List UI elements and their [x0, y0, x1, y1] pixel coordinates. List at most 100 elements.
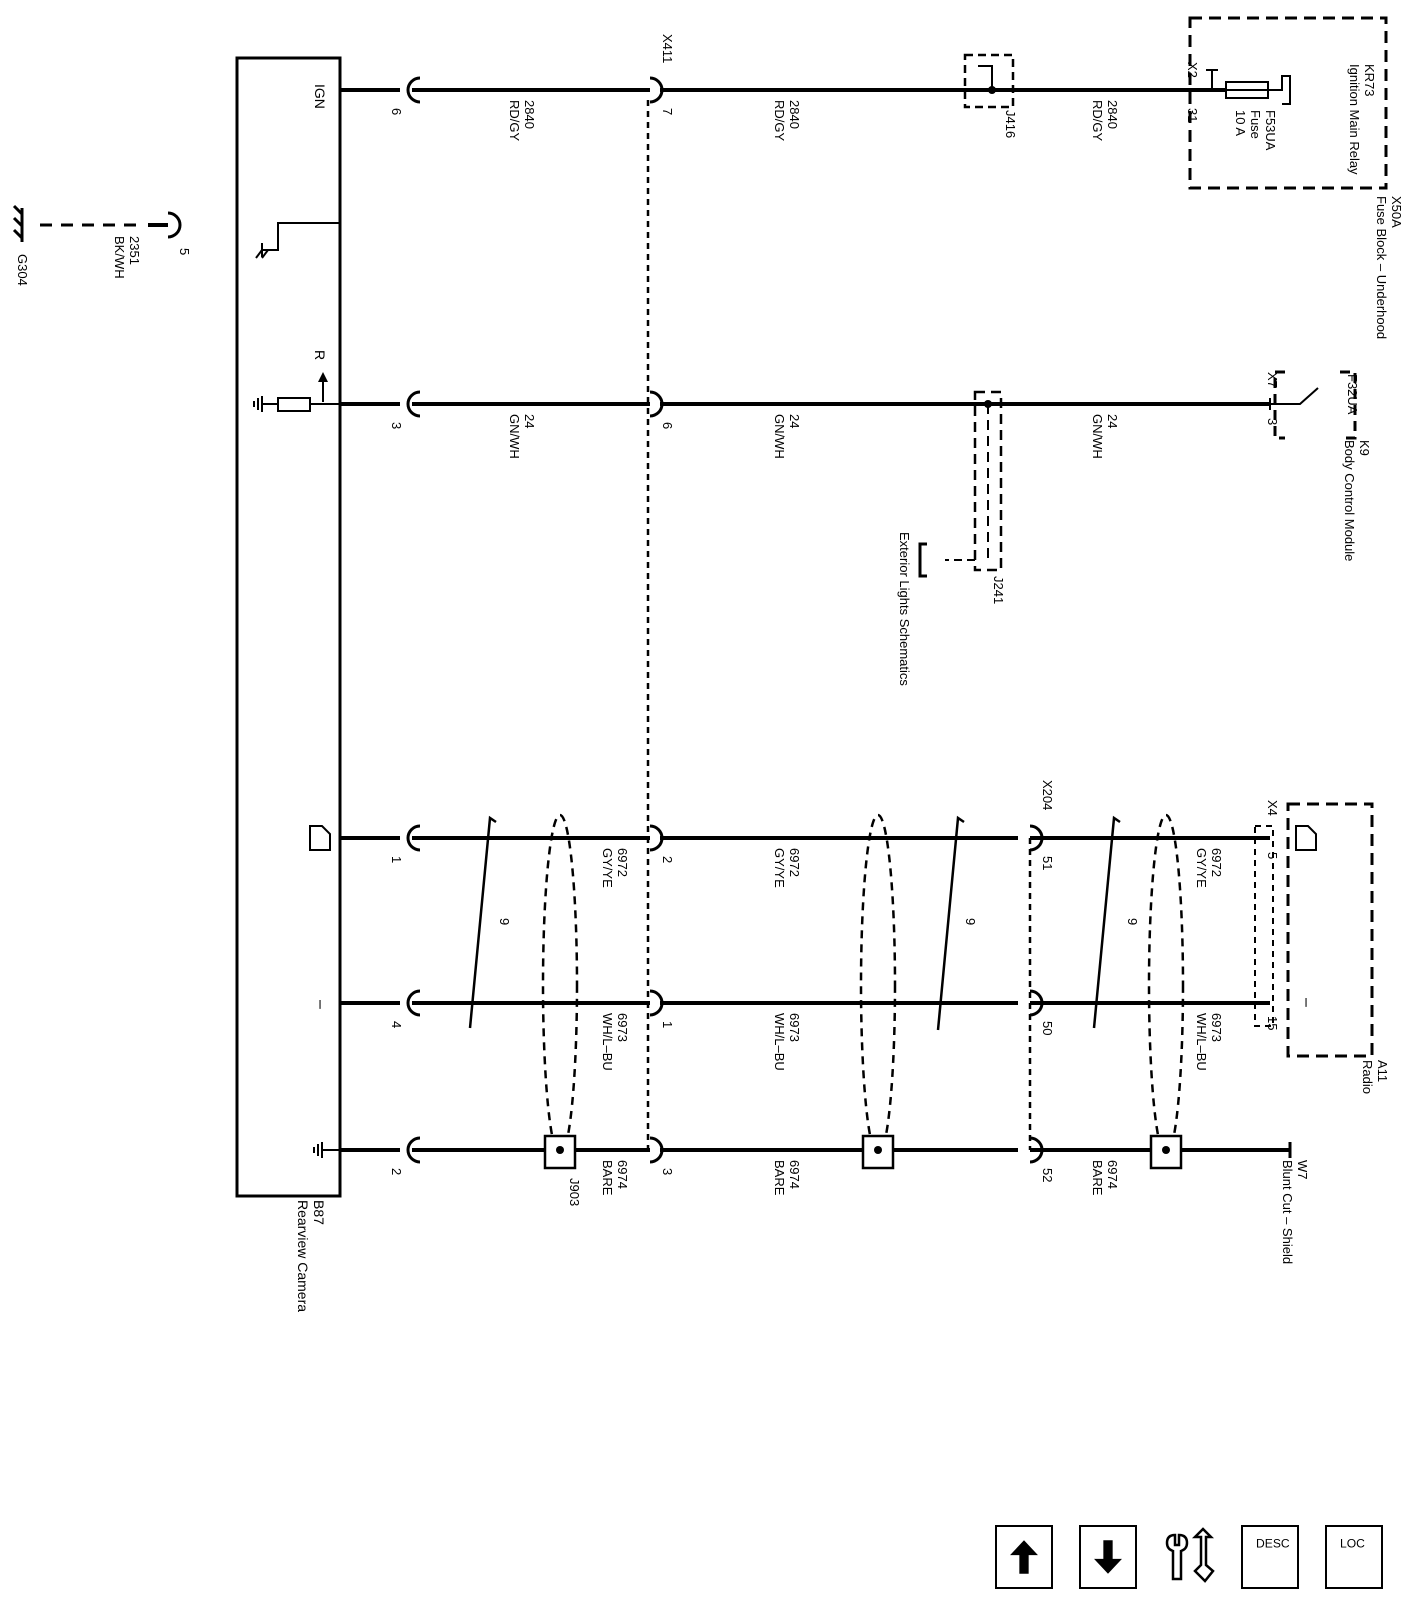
- fuse-id: F53UA: [1263, 110, 1278, 151]
- twist-label-1: 9: [497, 918, 512, 925]
- drain-color-3: BARE: [1090, 1160, 1105, 1196]
- pin-cam-gnd: 5: [177, 248, 192, 255]
- fuse-rating: 10 A: [1233, 110, 1248, 136]
- pin-x204-vpos: 51: [1040, 856, 1055, 870]
- pin-radio-vpos: 5: [1265, 852, 1280, 859]
- pin-x411-drain: 3: [660, 1168, 675, 1175]
- pin-x204-drain: 52: [1040, 1168, 1055, 1182]
- chassis-ground-icon: [262, 222, 340, 251]
- connectors-x204-video: [1029, 824, 1044, 1164]
- pin-bcm: 3: [1265, 418, 1280, 425]
- pin-x204-vneg: 50: [1040, 1021, 1055, 1035]
- camera-box: [235, 56, 342, 1198]
- drain-ground-icon: [313, 1142, 340, 1158]
- vpos-color-2: GY/YE: [772, 848, 787, 888]
- nav-up-button[interactable]: [995, 1525, 1053, 1589]
- connector-cam-ign: [406, 76, 421, 104]
- ground-icon: [253, 396, 263, 412]
- vpos-color-1: GY/YE: [600, 848, 615, 888]
- pin-fuse-block: 31: [1185, 108, 1200, 122]
- label-x4: X4: [1265, 800, 1280, 816]
- drain-num-1: 6974: [615, 1160, 630, 1189]
- radio-box: [1286, 802, 1374, 1058]
- nav-loc-button[interactable]: LOC: [1325, 1525, 1383, 1589]
- fuse-block-name: Fuse Block – Underhood: [1374, 196, 1389, 339]
- pin-cam-ign: 6: [389, 108, 404, 115]
- vneg-color-1: WH/L–BU: [600, 1013, 615, 1071]
- camera-pin-ign: IGN: [312, 84, 328, 109]
- vneg-color-2: WH/L–BU: [772, 1013, 787, 1071]
- shield-end-name: Blunt Cut – Shield: [1280, 1160, 1295, 1264]
- ign-num-3: 2840: [1105, 100, 1120, 129]
- rev-color-2: GN/WH: [772, 414, 787, 459]
- connectors-x411-video: [649, 824, 664, 1164]
- rev-num-3: 24: [1105, 414, 1120, 428]
- vpos-num-3: 6972: [1209, 848, 1224, 877]
- pin-cam-vneg: 4: [389, 1021, 404, 1028]
- label-x411: X411: [660, 34, 675, 63]
- ign-num-2: 2840: [787, 100, 802, 129]
- resistor-icon: [277, 397, 311, 412]
- fuse-block-box: [1188, 16, 1388, 190]
- label-j241: J241: [991, 576, 1006, 604]
- gnd-num: 2351: [127, 236, 142, 265]
- radio-x4-box: [1254, 825, 1274, 1027]
- drain-num-2: 6974: [787, 1160, 802, 1189]
- wrench-icon: [1165, 1527, 1215, 1583]
- ign-num-1: 2840: [522, 100, 537, 129]
- ign-color-1: RD/GY: [507, 100, 522, 142]
- nav-desc-button[interactable]: DESC: [1241, 1525, 1299, 1589]
- desc-text: DESC: [1256, 1537, 1290, 1551]
- connectors-cam-video: [406, 824, 421, 1164]
- fuse-name: Fuse: [1248, 110, 1263, 139]
- camera-pin-minus: –: [312, 1000, 329, 1009]
- shield-ellipses: [541, 813, 1185, 1157]
- connector-cam-ground: [167, 211, 182, 239]
- reverse-arrow-icon: [318, 372, 328, 382]
- pin-x411-vneg: 1: [660, 1021, 675, 1028]
- radio-id: A11: [1375, 1060, 1390, 1082]
- vneg-num-2: 6973: [787, 1013, 802, 1042]
- bcm-box: [1273, 370, 1357, 440]
- label-j903: J903: [567, 1178, 582, 1206]
- radio-pin-minus: –: [1298, 998, 1315, 1007]
- loc-text: LOC: [1340, 1537, 1365, 1551]
- twist-label-2: 9: [963, 918, 978, 925]
- pin-radio-vneg: 15: [1265, 1016, 1280, 1030]
- rev-num-2: 24: [787, 414, 802, 428]
- vpos-num-1: 6972: [615, 848, 630, 877]
- arrow-up-icon: [1010, 1540, 1038, 1574]
- video-signal-icon: [309, 825, 331, 851]
- ground-id: G304: [15, 254, 30, 286]
- drain-color-1: BARE: [600, 1160, 615, 1196]
- connector-x411-rev: [649, 390, 664, 418]
- pin-x411-ign: 7: [660, 108, 675, 115]
- loc-icon: LOC: [1340, 1537, 1365, 1551]
- ext-lights-bracket: [918, 542, 927, 578]
- nav-bar: DESC LOC: [995, 1525, 1395, 1591]
- label-x204: X204: [1040, 780, 1055, 810]
- twist-label-3: 9: [1125, 918, 1140, 925]
- nav-down-button[interactable]: [1079, 1525, 1137, 1589]
- connector-x411-ign: [649, 76, 664, 104]
- bcm-output: F32UA: [1345, 374, 1360, 415]
- camera-name: Rearview Camera: [295, 1200, 311, 1312]
- label-x7: X7: [1265, 372, 1280, 388]
- vneg-num-3: 6973: [1209, 1013, 1224, 1042]
- camera-id: B87: [311, 1200, 327, 1225]
- bcm-id: K9: [1357, 440, 1372, 456]
- rev-color-3: GN/WH: [1090, 414, 1105, 459]
- arrow-down-icon: [1094, 1540, 1122, 1574]
- ign-color-3: RD/GY: [1090, 100, 1105, 142]
- splice-j416: [963, 53, 1015, 109]
- fuse-block-id: X50A: [1389, 196, 1404, 228]
- nav-wiring-button[interactable]: [1159, 1525, 1217, 1589]
- radio-name: Radio: [1360, 1060, 1375, 1094]
- drain-num-3: 6974: [1105, 1160, 1120, 1189]
- bcm-switch-icon: [1270, 387, 1319, 405]
- connector-cam-rev: [406, 390, 421, 418]
- camera-pin-reverse: R: [312, 350, 328, 360]
- pin-x411-vpos: 2: [660, 856, 675, 863]
- ign-color-2: RD/GY: [772, 100, 787, 142]
